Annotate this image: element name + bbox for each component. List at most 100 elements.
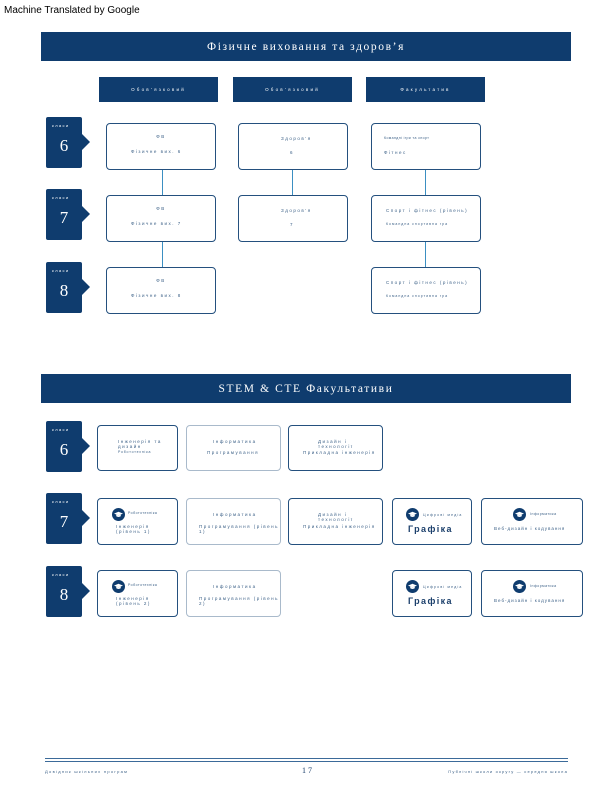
grade-7-marker: класи 7 <box>46 493 90 544</box>
page-number: 17 <box>302 766 314 775</box>
course-name: Командна спортивна гра <box>386 222 449 226</box>
course-code: Командні ігри та спорт <box>384 136 430 140</box>
pe-section-title: Фізичне виховання та здоров’я <box>41 32 571 61</box>
course-code: Спорт і фітнес (рівень) <box>386 280 469 285</box>
course-name: Фітнес <box>384 150 407 155</box>
course-name: Програмування (рівень 2) <box>199 596 279 606</box>
stem-card-digital-media-7[interactable]: Цифрові медіа Графіка <box>392 498 472 545</box>
course-name: 7 <box>290 222 295 227</box>
grade-number: 8 <box>59 281 69 300</box>
stem-card-robotics-8[interactable]: Робототехніка Інженерія (рівень 2) <box>97 570 178 617</box>
grade-label: класи <box>52 195 70 200</box>
stem-card-web-design-7[interactable]: Інформатика Веб-дизайн і кодування <box>481 498 583 545</box>
course-code: Цифрові медіа <box>423 513 463 517</box>
graduation-cap-icon <box>406 508 419 521</box>
grade-label: класи <box>52 499 70 504</box>
course-code: Дизайн і технології <box>318 512 354 522</box>
course-code: Інформатика <box>213 439 257 444</box>
course-name: Програмування <box>207 450 260 455</box>
column-header-required-2: Обов’язковий <box>233 77 352 102</box>
stem-card-robotics-7[interactable]: Робототехніка Інженерія (рівень 1) <box>97 498 178 545</box>
column-header-elective: Факультатив <box>366 77 485 102</box>
grade-label: класи <box>52 427 70 432</box>
grade-6-marker: класи 6 <box>46 117 90 168</box>
course-name: Прикладна інженерія <box>303 524 376 529</box>
connector-line <box>292 169 293 196</box>
graduation-cap-icon <box>112 508 125 521</box>
course-code: Інформатика <box>213 512 257 517</box>
course-card-health-6[interactable]: Здоров’я 6 <box>238 123 348 170</box>
course-name: Командна спортивна гра <box>386 294 449 298</box>
grade-number: 8 <box>59 585 69 604</box>
course-name: Інженерія (рівень 2) <box>116 596 151 606</box>
course-card-pe-6[interactable]: ФВ Фізичне вих. 6 <box>106 123 216 170</box>
graduation-cap-icon <box>513 508 526 521</box>
course-code: ФВ <box>156 278 166 283</box>
course-name: Веб-дизайн і кодування <box>494 526 566 531</box>
course-code: Робототехніка <box>128 583 158 587</box>
footer-divider <box>45 761 568 762</box>
connector-line <box>425 169 426 196</box>
grade-6-marker: класи 6 <box>46 421 90 472</box>
grade-8-marker: класи 8 <box>46 566 90 617</box>
connector-line <box>162 242 163 268</box>
grade-number: 7 <box>59 208 69 227</box>
course-card-pe-8[interactable]: ФВ Фізичне вих. 8 <box>106 267 216 314</box>
graduation-cap-icon <box>406 580 419 593</box>
grade-label: класи <box>52 572 70 577</box>
course-code: Інженерія та дизайн <box>118 439 162 449</box>
course-card-pe-7[interactable]: ФВ Фізичне вих. 7 <box>106 195 216 242</box>
course-code: Інформатика <box>213 584 257 589</box>
course-card-team-sports-6[interactable]: Командні ігри та спорт Фітнес <box>371 123 481 170</box>
stem-card-web-design-8[interactable]: Інформатика Веб-дизайн і кодування <box>481 570 583 617</box>
stem-card-design-tech-6[interactable]: Дизайн і технології Прикладна інженерія <box>288 425 383 471</box>
grade-8-marker: класи 8 <box>46 262 90 313</box>
course-name: Інженерія (рівень 1) <box>116 524 151 534</box>
grade-number: 6 <box>59 136 69 155</box>
course-name: Робототехніка <box>118 450 152 454</box>
stem-card-computer-science-8[interactable]: Інформатика Програмування (рівень 2) <box>186 570 281 617</box>
course-code: ФВ <box>156 134 166 139</box>
course-name: Програмування (рівень 1) <box>199 524 279 534</box>
course-card-sports-fitness-7[interactable]: Спорт і фітнес (рівень) Командна спортив… <box>371 195 481 242</box>
course-code: Інформатика <box>530 512 557 516</box>
graduation-cap-icon <box>112 580 125 593</box>
stem-card-design-tech-7[interactable]: Дизайн і технології Прикладна інженерія <box>288 498 383 545</box>
course-name: 6 <box>290 150 295 155</box>
stem-card-engineering-6[interactable]: Інженерія та дизайн Робототехніка <box>97 425 178 471</box>
grade-label: класи <box>52 123 70 128</box>
course-name: Фізичне вих. 7 <box>131 221 182 226</box>
stem-card-computer-science-7[interactable]: Інформатика Програмування (рівень 1) <box>186 498 281 545</box>
course-code: Здоров’я <box>281 208 312 213</box>
stem-card-digital-media-8[interactable]: Цифрові медіа Графіка <box>392 570 472 617</box>
machine-translation-note: Machine Translated by Google <box>4 5 140 16</box>
course-card-health-7[interactable]: Здоров’я 7 <box>238 195 348 242</box>
stem-section-title: STEM & CTE Факультативи <box>41 374 571 403</box>
course-code: Інформатика <box>530 584 557 588</box>
course-name: Графіка <box>408 596 453 606</box>
course-code: Здоров’я <box>281 136 312 141</box>
course-code: Спорт і фітнес (рівень) <box>386 208 469 213</box>
grade-number: 7 <box>59 512 69 531</box>
course-name: Фізичне вих. 8 <box>131 293 182 298</box>
course-name: Веб-дизайн і кодування <box>494 598 566 603</box>
grade-number: 6 <box>59 440 69 459</box>
course-name: Графіка <box>408 524 453 534</box>
grade-7-marker: класи 7 <box>46 189 90 240</box>
column-header-required-1: Обов’язковий <box>99 77 218 102</box>
footer-divider <box>45 758 568 759</box>
course-code: ФВ <box>156 206 166 211</box>
connector-line <box>425 242 426 268</box>
graduation-cap-icon <box>513 580 526 593</box>
course-name: Прикладна інженерія <box>303 450 376 455</box>
stem-card-computer-science-6[interactable]: Інформатика Програмування <box>186 425 281 471</box>
course-name: Фізичне вих. 6 <box>131 149 182 154</box>
footer-left-text: Довідник шкільних програм <box>45 769 129 774</box>
course-code: Дизайн і технології <box>318 439 354 449</box>
course-code: Цифрові медіа <box>423 585 463 589</box>
course-card-sports-fitness-8[interactable]: Спорт і фітнес (рівень) Командна спортив… <box>371 267 481 314</box>
course-code: Робототехніка <box>128 511 158 515</box>
grade-label: класи <box>52 268 70 273</box>
connector-line <box>162 169 163 196</box>
footer-right-text: Публічні школи округу — середня школа <box>448 769 568 774</box>
